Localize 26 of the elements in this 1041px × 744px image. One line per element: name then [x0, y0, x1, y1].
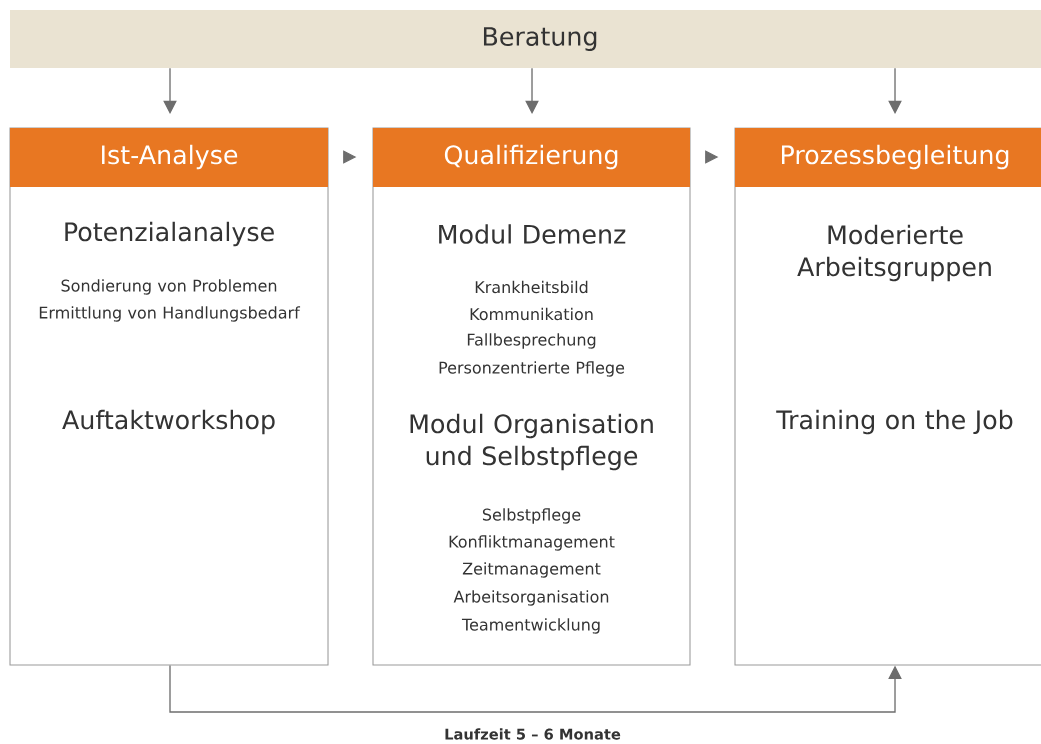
list-item: Arbeitsorganisation [453, 590, 609, 606]
module-title: Modul Organisation und Selbstpflege [410, 413, 653, 471]
box-heading: Prozessbegleitung [782, 144, 1009, 170]
module-title: Training on the Job [776, 409, 1013, 435]
list-item: Personzentrierte Pflege [439, 361, 625, 377]
duration-label: Laufzeit 5 – 6 Monate [445, 728, 621, 740]
list-item: Fallbesprechung [467, 333, 596, 349]
list-item: Sondierung von Problemen [61, 279, 277, 295]
band: Beratung [10, 10, 1041, 68]
process-box [372, 127, 691, 666]
list-item: Ermittlung von Handlungsbedarf [39, 306, 301, 322]
box-heading: Ist-Analyse [102, 144, 238, 170]
module-title: Auftaktworkshop [62, 409, 275, 435]
list-item: Zeitmanagement [462, 562, 601, 578]
list-item: Teamentwicklung [461, 618, 600, 634]
process-box [9, 127, 329, 666]
module-title: Potenzialanalyse [65, 221, 274, 247]
module-title: Modul Demenz [439, 224, 626, 244]
list-item: Selbstpflege [482, 508, 581, 524]
module-title: Moderierte Arbeitsgruppen [797, 224, 991, 282]
process-box [734, 127, 1041, 666]
list-item: Konfliktmanagement [449, 535, 615, 551]
connector-arrow [169, 664, 902, 713]
list-item: Krankheitsbild [475, 280, 588, 294]
box-heading: Qualifizierung [444, 144, 618, 170]
list-item: Kommunikation [470, 307, 593, 321]
